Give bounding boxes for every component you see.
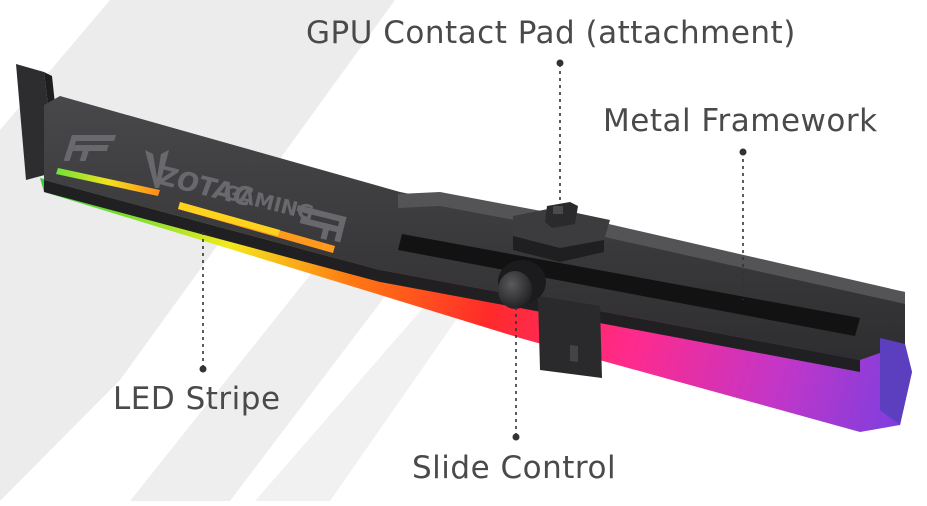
logo-emblem bbox=[145, 150, 169, 188]
dot-framework bbox=[739, 148, 747, 156]
logo-stripes-left bbox=[63, 135, 116, 161]
logo-stripes-right bbox=[296, 205, 347, 243]
slide-control-knob bbox=[498, 260, 546, 309]
callout-gpu-contact-pad: GPU Contact Pad (attachment) bbox=[306, 15, 796, 51]
dot-slide bbox=[512, 433, 520, 441]
callout-slide-control: Slide Control bbox=[412, 450, 617, 486]
callout-led-stripe: LED Stripe bbox=[113, 381, 281, 417]
gpu-contact-pad bbox=[513, 202, 610, 262]
dot-led bbox=[199, 365, 207, 373]
callout-metal-framework: Metal Framework bbox=[603, 103, 878, 139]
leader-lines bbox=[202, 64, 744, 436]
leader-dots bbox=[199, 59, 747, 441]
dot-gpu-pad bbox=[556, 59, 564, 67]
led-slots bbox=[56, 168, 335, 253]
